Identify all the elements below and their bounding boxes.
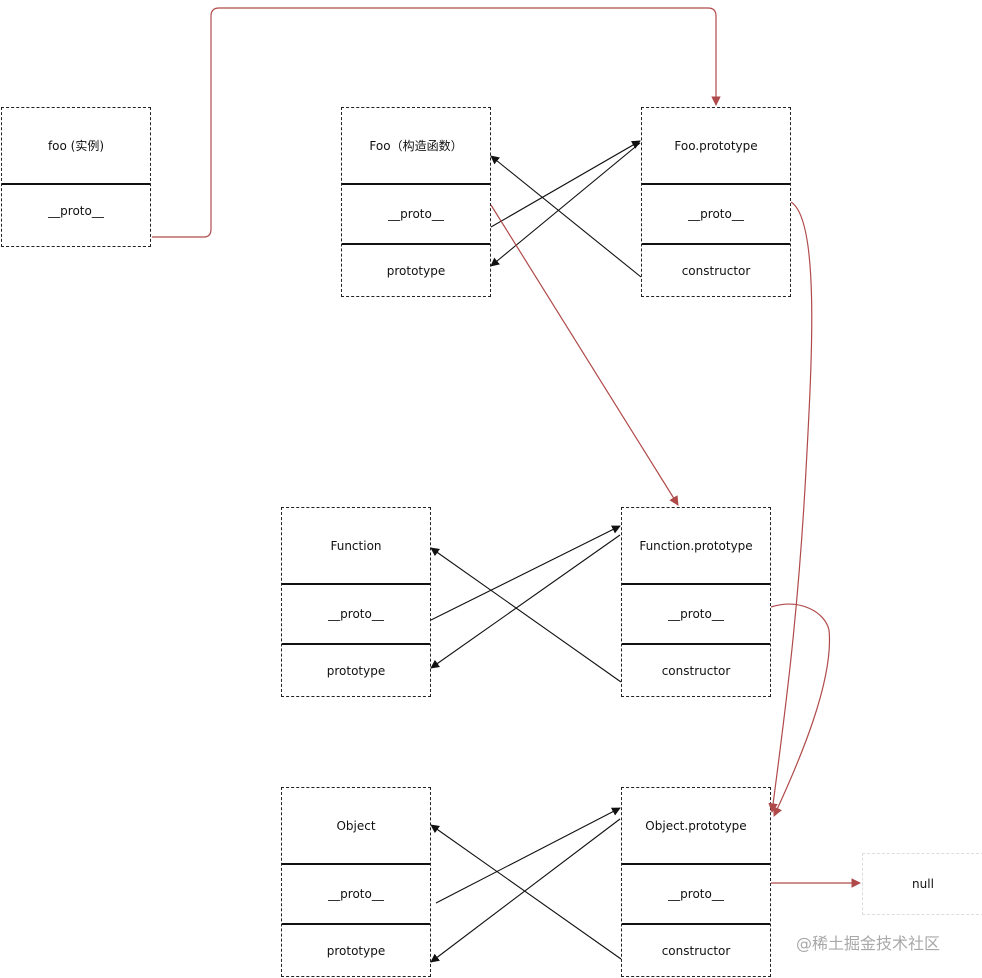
object-prototype-constructor: constructor [622,923,770,976]
function-constructor-prototype: prototype [282,643,430,696]
foo-constructor-prototype: prototype [342,243,490,296]
arrow-foo-ctor-proto-to-function-prototype [490,204,679,506]
object-prototype-node: Object.prototype __proto__ constructor [621,787,771,977]
watermark: @稀土掘金技术社区 [796,934,941,953]
object-constructor-proto: __proto__ [282,863,430,923]
foo-prototype-node: Foo.prototype __proto__ constructor [641,107,791,297]
foo-prototype-proto: __proto__ [642,183,790,243]
arrow-object-prototype-to-object-prototype-row [430,818,621,963]
arrow-function-prototype-constructor-to-function [430,547,622,683]
arrow-foo-ctor-proto-to-foo-prototype [490,140,641,228]
object-constructor-prototype: prototype [282,923,430,976]
arrow-object-proto-to-object-prototype [435,807,621,904]
object-prototype-title: Object.prototype [645,818,747,833]
arrow-object-prototype-constructor-to-object [430,824,622,960]
function-prototype-node: Function.prototype __proto__ constructor [621,507,771,697]
foo-constructor-node: Foo（构造函数） __proto__ prototype [341,107,491,297]
foo-prototype-constructor: constructor [642,243,790,296]
object-constructor-node: Object __proto__ prototype [281,787,431,977]
foo-instance-title: foo (实例) [47,139,105,153]
object-constructor-title: Object [336,818,376,833]
foo-instance-node: foo (实例) __proto__ [1,107,151,247]
function-prototype-proto: __proto__ [622,583,770,643]
arrow-function-prototype-to-function-prototype-row [430,534,621,669]
foo-constructor-title: Foo（构造函数） [369,139,463,153]
foo-constructor-proto: __proto__ [342,183,490,243]
function-constructor-title: Function [330,538,382,553]
arrow-foo-proto-to-foo-prototype [152,7,721,238]
function-prototype-title: Function.prototype [639,538,753,553]
foo-instance-proto: __proto__ [2,183,150,236]
foo-prototype-title: Foo.prototype [674,138,758,153]
arrow-foo-prototype-constructor-to-foo [490,155,642,278]
arrow-function-prototype-proto-to-object-prototype [770,603,831,817]
function-constructor-proto: __proto__ [282,583,430,643]
arrow-foo-prototype-proto-to-object-prototype [768,201,813,813]
null-node: null [862,853,982,915]
object-prototype-proto: __proto__ [622,863,770,923]
arrow-function-proto-to-function-prototype [430,525,621,621]
function-prototype-constructor: constructor [622,643,770,696]
function-constructor-node: Function __proto__ prototype [281,507,431,697]
arrow-foo-prototype-to-foo-prototype-row [490,142,641,267]
